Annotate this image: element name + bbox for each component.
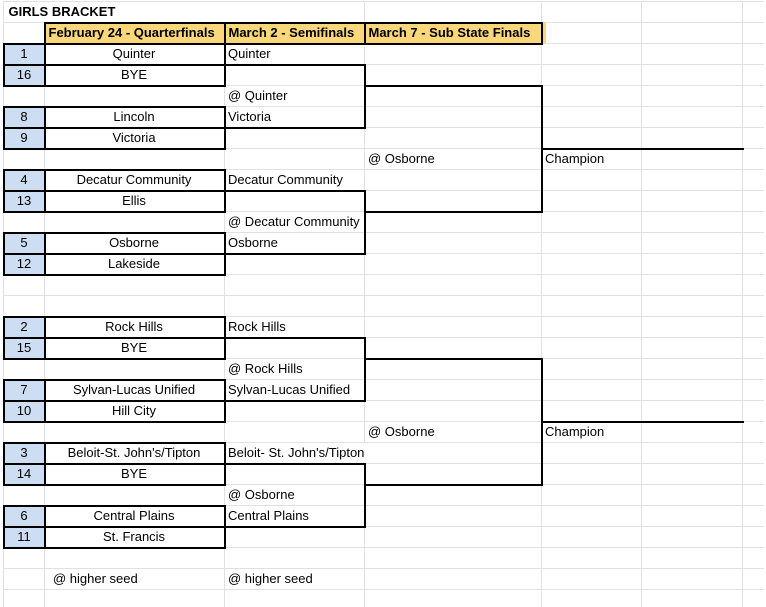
team-cell[interactable]: Quinter [112, 46, 156, 61]
team-cell[interactable]: Hill City [111, 403, 157, 418]
team-cell[interactable]: Ellis [122, 193, 146, 208]
gridline-h [3, 589, 764, 590]
gridline-v [224, 1, 225, 607]
team-cell[interactable]: Central Plains [93, 508, 175, 523]
team-cell[interactable]: Lincoln [113, 109, 155, 124]
semifinal-cell[interactable]: Central Plains [225, 506, 313, 526]
gridline-h [3, 106, 764, 107]
semifinal-cell[interactable]: Beloit- St. John's/Tipton [225, 443, 369, 463]
team-cell[interactable]: BYE [120, 67, 147, 82]
gridline-h [3, 400, 764, 401]
seed-cell[interactable]: 12 [4, 253, 44, 274]
gridline-h [3, 463, 764, 464]
gridline-h [3, 190, 764, 191]
gridline-h [3, 148, 764, 149]
semifinal-cell[interactable]: @ Rock Hills [225, 359, 307, 379]
seed-cell[interactable]: 4 [4, 169, 44, 190]
gridline-h [3, 379, 764, 380]
semifinal-cell[interactable]: Osborne [225, 233, 282, 253]
sheet-title-cell[interactable]: GIRLS BRACKET [4, 2, 228, 22]
gridline-h [3, 64, 764, 65]
gridline-h [3, 127, 764, 128]
seed-cell[interactable]: 1 [4, 43, 44, 64]
semifinal-cell[interactable]: @ Osborne [225, 485, 299, 505]
gridline-h [3, 295, 764, 296]
team-cell[interactable]: Rock Hills [105, 319, 163, 334]
semifinal-cell[interactable]: Sylvan-Lucas Unified [225, 380, 355, 400]
team-cell[interactable]: Osborne [109, 235, 159, 250]
seed-cell[interactable]: 6 [4, 505, 44, 526]
team-cell[interactable]: BYE [120, 340, 147, 355]
gridline-h [3, 421, 764, 422]
semifinal-cell[interactable]: @ Decatur Community [225, 212, 364, 232]
team-cell[interactable]: Sylvan-Lucas Unified [72, 382, 196, 397]
seed-cell[interactable]: 2 [4, 316, 44, 337]
semifinal-cell[interactable]: Decatur Community [225, 170, 347, 190]
team-cell[interactable]: St. Francis [102, 529, 166, 544]
round-header-semifinals[interactable]: March 2 - Semifinals [224, 22, 369, 43]
gridline-h [3, 568, 764, 569]
seed-cell[interactable]: 7 [4, 379, 44, 400]
seed-cell[interactable]: 14 [4, 463, 44, 484]
gridline-h [3, 337, 764, 338]
gridline-v [44, 1, 45, 607]
gridline-h [3, 505, 764, 506]
seed-cell[interactable]: 11 [4, 526, 44, 547]
gridline-h [3, 547, 764, 548]
seed-cell[interactable]: 9 [4, 127, 44, 148]
seed-cell[interactable]: 3 [4, 442, 44, 463]
gridline-h [3, 1, 764, 2]
champion-cell[interactable]: Champion [542, 149, 609, 169]
gridline-v [742, 1, 743, 607]
gridline-h [3, 526, 764, 527]
semifinal-cell[interactable]: Victoria [225, 107, 276, 127]
note-cell[interactable]: @ higher seed [225, 569, 317, 589]
champion-cell[interactable]: Champion [542, 422, 609, 442]
seed-cell[interactable]: 10 [4, 400, 44, 421]
semifinal-cell[interactable]: @ Quinter [225, 86, 292, 106]
gridline-v [541, 1, 542, 607]
gridline-h [3, 253, 764, 254]
seed-cell[interactable]: 15 [4, 337, 44, 358]
gridline-h [3, 274, 764, 275]
round-header-quarterfinals[interactable]: February 24 - Quarterfinals [44, 22, 229, 43]
team-cell[interactable]: Decatur Community [76, 172, 192, 187]
gridline-v [3, 1, 4, 607]
gridline-h [3, 316, 764, 317]
seed-cell[interactable]: 13 [4, 190, 44, 211]
gridline-v [364, 1, 365, 607]
gridline-h [3, 169, 764, 170]
gridline-v [641, 1, 642, 607]
team-cell[interactable]: Beloit-St. John's/Tipton [67, 445, 201, 460]
gridline-h [3, 232, 764, 233]
semifinal-cell[interactable]: Quinter [225, 44, 275, 64]
round-header-substate-finals[interactable]: March 7 - Sub State Finals [364, 22, 546, 43]
note-cell[interactable]: @ higher seed [45, 569, 142, 589]
team-cell[interactable]: BYE [120, 466, 147, 481]
team-cell[interactable]: Lakeside [107, 256, 161, 271]
seed-cell[interactable]: 5 [4, 232, 44, 253]
team-cell[interactable]: Victoria [112, 130, 156, 145]
seed-cell[interactable]: 8 [4, 106, 44, 127]
semifinal-cell[interactable]: Rock Hills [225, 317, 290, 337]
gridline-h [3, 442, 764, 443]
final-venue-cell[interactable]: @ Osborne [365, 149, 439, 169]
seed-cell[interactable]: 16 [4, 64, 44, 85]
final-venue-cell[interactable]: @ Osborne [365, 422, 439, 442]
